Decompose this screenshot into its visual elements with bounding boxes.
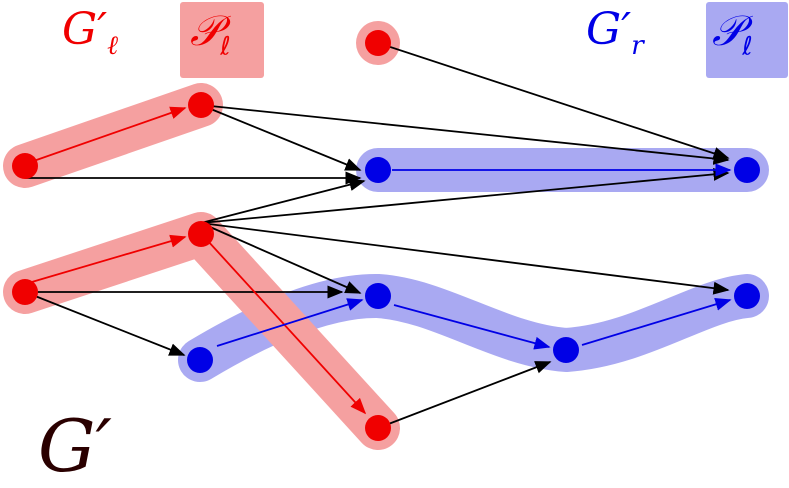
node-blue: [187, 347, 213, 373]
node-blue: [734, 157, 760, 183]
node-red: [188, 92, 214, 118]
g-left-subscript: ℓ: [107, 29, 119, 61]
p-right-subscript: ℓ: [742, 31, 753, 61]
edge-black: [24, 291, 186, 356]
red-edges: [24, 106, 367, 415]
edge-red: [24, 234, 187, 285]
g-prime-text: G′: [38, 404, 112, 488]
red-band-top: [3, 83, 223, 188]
nodes: [12, 30, 760, 441]
node-red: [365, 30, 391, 56]
black-edges: [24, 42, 730, 429]
edge-black: [200, 104, 362, 171]
g-left-text: G′: [62, 4, 108, 55]
node-blue: [553, 337, 579, 363]
edge-black: [200, 178, 366, 224]
node-red: [365, 415, 391, 441]
edge-red: [206, 239, 367, 415]
p-right-text: 𝒫: [712, 6, 743, 55]
p-right-label: 𝒫ℓ: [712, 6, 753, 60]
p-left-label-background: [180, 2, 264, 78]
edge-black: [377, 42, 730, 160]
edge-blue: [216, 298, 364, 347]
node-blue: [365, 283, 391, 309]
g-right-text: G′: [586, 4, 632, 55]
edge-black: [377, 361, 552, 429]
g-right-label: G′r: [586, 4, 644, 61]
edge-black: [200, 222, 362, 294]
blue-edges: [216, 163, 732, 350]
p-left-subscript: ℓ: [220, 31, 231, 61]
edge-blue: [393, 304, 551, 350]
node-blue: [734, 283, 760, 309]
node-red: [12, 153, 38, 179]
edge-red: [24, 106, 187, 165]
edge-black: [200, 167, 730, 224]
edge-black: [200, 104, 730, 165]
g-prime-label: G′: [38, 404, 112, 488]
g-right-subscript: r: [631, 29, 644, 61]
p-left-label: 𝒫ℓ: [190, 6, 231, 60]
red-band-middle: [3, 212, 400, 450]
edge-blue: [581, 298, 732, 346]
g-left-label: G′ℓ: [62, 4, 118, 61]
node-red: [188, 221, 214, 247]
edge-black: [200, 222, 730, 295]
p-left-text: 𝒫: [190, 6, 221, 55]
p-right-label-background: [706, 2, 788, 78]
highlight-bands: [3, 21, 769, 450]
node-blue: [365, 157, 391, 183]
node-red: [12, 279, 38, 305]
